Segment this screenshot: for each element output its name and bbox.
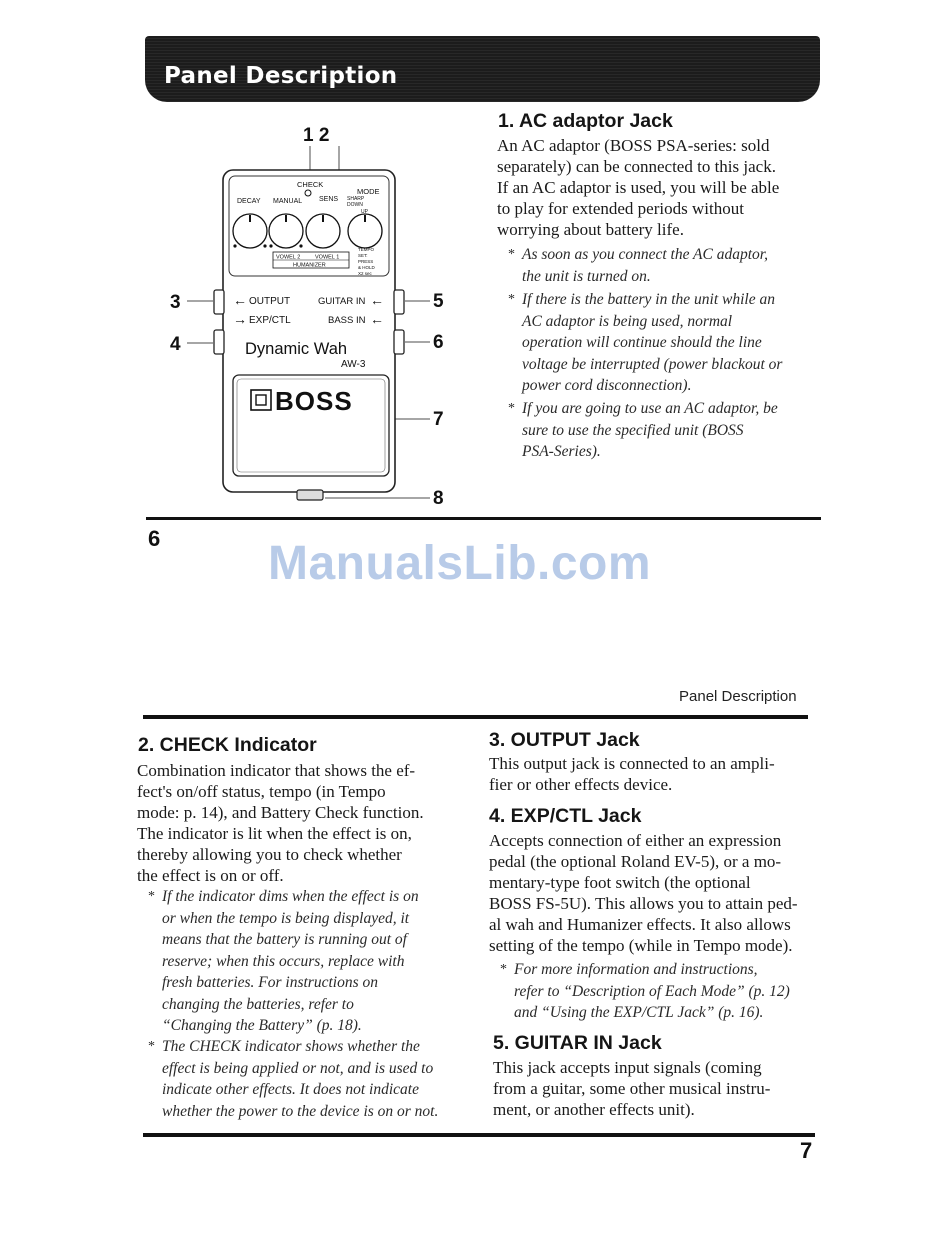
page-7-footer-rule bbox=[143, 1133, 815, 1137]
label-decay: DECAY bbox=[237, 198, 261, 205]
section-1-body: An AC adaptor (BOSS PSA-series: sold sep… bbox=[497, 136, 780, 239]
arrow-left-icon: ← bbox=[233, 292, 247, 308]
header-banner bbox=[145, 36, 820, 102]
section-4-body: Accepts connection of either an expressi… bbox=[489, 831, 798, 955]
label-output: OUTPUT bbox=[249, 296, 290, 307]
label-sec: X2 sec bbox=[358, 271, 373, 276]
callout-6: 6 bbox=[433, 332, 444, 353]
boss-logo-icon bbox=[250, 389, 272, 411]
callout-4: 4 bbox=[170, 334, 181, 355]
page-title: Panel Description bbox=[164, 63, 398, 89]
label-exp-ctl: EXP/CTL bbox=[249, 315, 291, 326]
label-check: CHECK bbox=[297, 180, 323, 189]
label-brand: BOSS bbox=[275, 386, 353, 416]
section-2-note-2: * The CHECK indicator shows whether the … bbox=[148, 1038, 439, 1120]
arrow-left-icon: ← bbox=[370, 292, 384, 308]
label-model-name: Dynamic Wah bbox=[245, 340, 347, 358]
label-tempo: TEMPO bbox=[358, 247, 375, 252]
watermark: ManualsLib.com bbox=[268, 537, 652, 590]
callout-5: 5 bbox=[433, 291, 444, 312]
callout-3: 3 bbox=[170, 292, 181, 313]
page-number-6: 6 bbox=[148, 526, 161, 551]
section-3-body: This output jack is connected to an ampl… bbox=[489, 754, 775, 794]
section-2-note-1: * If the indicator dims when the effect … bbox=[148, 888, 419, 1034]
label-down: DOWN bbox=[347, 202, 363, 208]
section-3-heading: 3. OUTPUT Jack bbox=[489, 729, 640, 751]
label-bass-in: BASS IN bbox=[328, 315, 366, 326]
page-6-footer-rule bbox=[146, 517, 821, 520]
arrow-left-icon: ← bbox=[370, 311, 384, 327]
section-1-note-2: * If there is the battery in the unit wh… bbox=[508, 291, 783, 394]
label-sens: SENS bbox=[319, 196, 338, 203]
label-mode: MODE bbox=[357, 187, 380, 196]
section-4-heading: 4. EXP/CTL Jack bbox=[489, 805, 642, 827]
label-sharp: SHARP bbox=[347, 196, 365, 202]
running-head: Panel Description bbox=[679, 688, 797, 705]
label-press: PRESS bbox=[358, 259, 373, 264]
label-manual: MANUAL bbox=[273, 198, 302, 205]
page-number-7: 7 bbox=[800, 1138, 813, 1163]
callout-8: 8 bbox=[433, 488, 444, 509]
label-vowel1: VOWEL 1 bbox=[315, 255, 339, 261]
section-2-heading: 2. CHECK Indicator bbox=[138, 734, 317, 756]
label-vowel2: VOWEL 2 bbox=[276, 255, 300, 261]
pedal-diagram: 1 2 3 4 5 6 7 8 CHECK MODE DECAY MANUAL … bbox=[170, 125, 444, 509]
section-2-body: Combination indicator that shows the ef-… bbox=[137, 761, 424, 885]
callout-1-2: 1 2 bbox=[303, 125, 329, 146]
label-set: SET: bbox=[358, 253, 368, 258]
section-5-body: This jack accepts input signals (coming … bbox=[493, 1058, 771, 1119]
callout-7: 7 bbox=[433, 409, 444, 430]
page-7-header-rule bbox=[143, 715, 808, 719]
label-model-code: AW-3 bbox=[341, 359, 366, 370]
section-1-heading: 1. AC adaptor Jack bbox=[498, 110, 673, 132]
section-4-note-1: * For more information and instructions,… bbox=[500, 961, 790, 1021]
label-humanizer: HUMANIZER bbox=[293, 263, 326, 269]
label-up: UP bbox=[361, 209, 369, 215]
section-1-note-1: * As soon as you connect the AC adaptor,… bbox=[508, 246, 768, 285]
label-hold: & HOLD bbox=[358, 265, 376, 270]
section-1-note-3: * If you are going to use an AC adaptor,… bbox=[508, 400, 778, 460]
arrow-right-icon: → bbox=[233, 311, 247, 327]
label-guitar-in: GUITAR IN bbox=[318, 296, 365, 307]
section-5-heading: 5. GUITAR IN Jack bbox=[493, 1032, 662, 1054]
